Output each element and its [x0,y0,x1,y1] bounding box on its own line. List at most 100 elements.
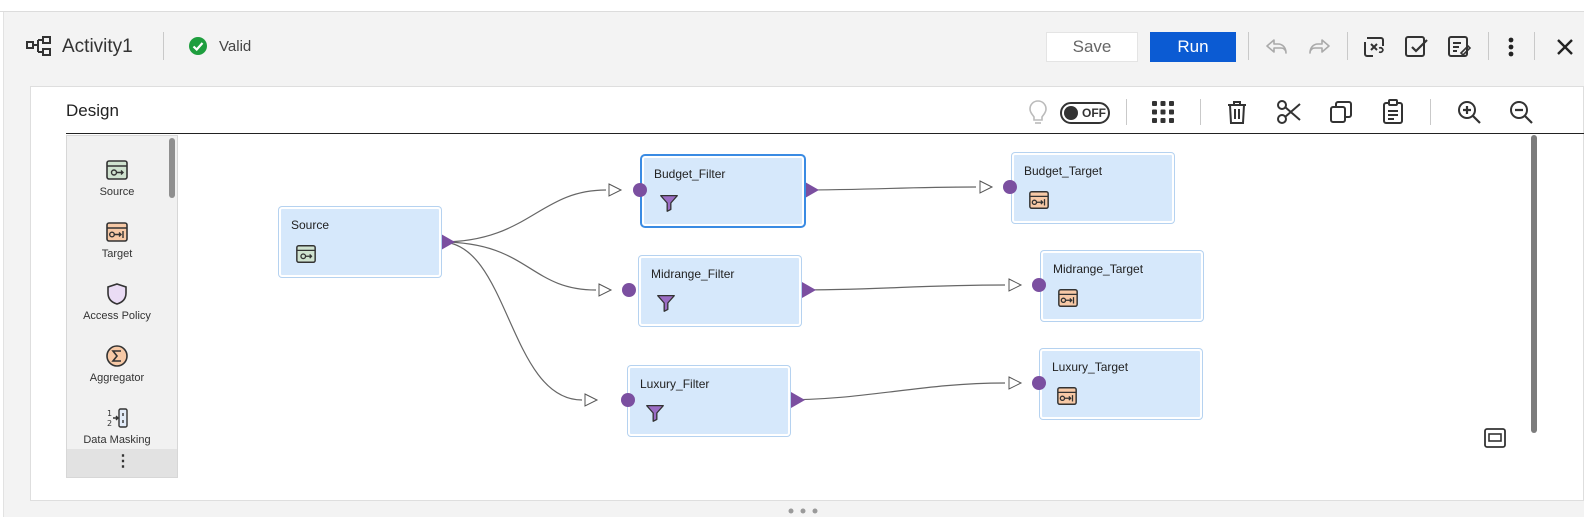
input-arrow [1008,278,1023,292]
input-arrow [598,283,613,297]
link-source-luxury[interactable] [440,241,583,401]
node-label: Source [291,218,330,232]
node-luxury-filter[interactable]: Luxury_Filter [628,366,790,436]
header-divider [1347,32,1348,60]
svg-text:1: 1 [107,409,112,418]
left-edge [0,12,4,517]
validate-icon[interactable] [1403,34,1429,60]
zoom-in-icon[interactable] [1455,98,1483,126]
palette-item-label: Data Masking [83,434,151,446]
toolbar-divider [1200,99,1201,125]
header-divider [163,32,164,60]
palette-item-aggregator[interactable]: Aggregator [67,344,167,384]
node-label: Midrange_Filter [651,267,735,281]
lightbulb-icon[interactable] [1024,98,1052,126]
clear-icon[interactable] [1361,34,1387,60]
palette-item-target[interactable]: Target [67,220,167,260]
canvas-scrollbar[interactable] [1531,135,1537,433]
transformation-palette: Source Target Access Policy Aggregator [66,135,178,478]
toggle-label: OFF [1082,106,1106,120]
midrange-filter-input-port[interactable] [621,282,637,298]
mapping-icon [26,36,51,56]
filter-icon [657,295,675,312]
target-icon [1057,387,1077,405]
suggestions-toggle[interactable]: OFF [1060,102,1110,124]
palette-item-data-masking[interactable]: 1 2 Data Masking [67,406,167,446]
top-strip [0,0,1584,12]
output-port[interactable] [802,282,816,298]
header-divider [1534,32,1535,60]
more-vertical-icon[interactable] [1498,34,1524,60]
link-midrange-target[interactable] [791,284,1006,291]
palette-item-label: Aggregator [89,372,145,384]
link-layer [440,180,1023,408]
palette-scrollbar[interactable] [169,138,175,198]
undo-icon[interactable] [1264,34,1290,60]
source-icon [296,245,316,263]
filter-icon [646,405,664,422]
run-button[interactable]: Run [1150,32,1236,62]
filter-icon [660,195,678,212]
link-source-budget[interactable] [440,189,607,243]
output-port[interactable] [791,392,805,408]
close-icon[interactable] [1552,34,1578,60]
input-arrow [1008,376,1023,390]
minimap-icon[interactable] [1484,428,1506,448]
link-source-midrange[interactable] [440,241,597,291]
luxury-filter-input-port[interactable] [620,392,636,408]
copy-icon[interactable] [1327,98,1355,126]
target-icon [1029,191,1049,209]
save-button[interactable]: Save [1046,32,1138,62]
palette-item-label: Target [101,248,133,260]
input-arrow [979,180,994,194]
paste-icon[interactable] [1379,98,1407,126]
palette-item-access-policy[interactable]: Access Policy [67,282,167,322]
toggle-knob [1064,106,1078,120]
sigma-icon [106,345,128,367]
node-label: Luxury_Target [1052,360,1129,374]
output-port[interactable] [805,182,819,198]
redo-icon[interactable] [1306,34,1332,60]
node-label: Midrange_Target [1053,262,1144,276]
node-budget-filter[interactable]: Budget_Filter [642,156,804,226]
zoom-out-icon[interactable] [1507,98,1535,126]
panel-divider [66,133,1584,134]
node-label: Budget_Filter [654,167,726,181]
properties-icon[interactable] [1446,34,1472,60]
header-divider [1488,32,1489,60]
node-midrange-target[interactable]: Midrange_Target [1041,251,1203,321]
design-panel: Design OFF [30,86,1584,501]
palette-item-label: Access Policy [83,310,151,322]
masking-icon: 1 2 [107,408,128,428]
budget-target-input-port[interactable] [1002,179,1018,195]
palette-item-label: Source [99,186,135,198]
validation-status: Valid [219,38,252,55]
luxury-target-input-port[interactable] [1031,375,1047,391]
node-source[interactable]: Source [279,207,441,277]
svg-text:2: 2 [107,419,112,428]
link-budget-target[interactable] [793,186,977,191]
mapping-canvas[interactable]: Source Budget_Filter Midrange_Filter [179,135,1574,478]
shield-icon [107,283,127,305]
header-bar: Activity1 Valid Save Run [4,12,1584,82]
node-label: Luxury_Filter [640,377,710,391]
source-icon [106,160,128,180]
cut-icon[interactable] [1275,98,1303,126]
valid-check-icon [189,37,207,55]
delete-icon[interactable] [1223,98,1251,126]
target-icon [106,222,128,242]
resize-handle-icon[interactable] [786,507,820,515]
palette-more-button[interactable]: ⋮ [67,449,177,477]
node-midrange-filter[interactable]: Midrange_Filter [639,256,801,326]
link-luxury-target[interactable] [778,382,1006,401]
budget-filter-input-port[interactable] [632,182,648,198]
toolbar-divider [1126,99,1127,125]
output-port[interactable] [441,234,455,250]
node-budget-target[interactable]: Budget_Target [1012,153,1174,223]
midrange-target-input-port[interactable] [1031,277,1047,293]
header-divider [1248,32,1249,60]
node-luxury-target[interactable]: Luxury_Target [1040,349,1202,419]
target-icon [1058,289,1078,307]
palette-item-source[interactable]: Source [67,158,167,198]
grid-icon[interactable] [1149,98,1177,126]
